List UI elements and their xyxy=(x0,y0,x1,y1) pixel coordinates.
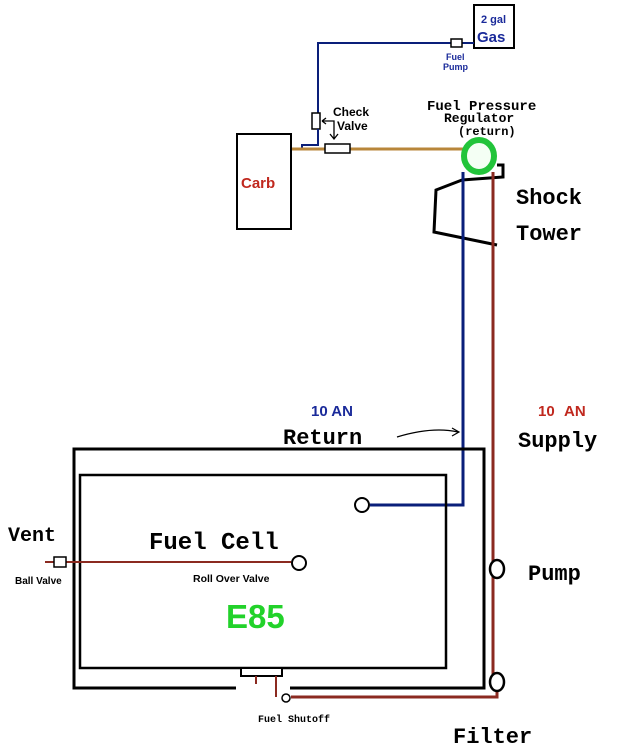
fuel-shutoff-label: Fuel Shutoff xyxy=(258,714,330,726)
fuel-type-label: E85 xyxy=(226,598,285,635)
fpr-label-3: (return) xyxy=(458,125,516,139)
tank-outlet xyxy=(240,667,283,677)
fuel-filter xyxy=(488,671,506,693)
fuel-shutoff-valve xyxy=(281,693,291,703)
fpr-label-2: Regulator xyxy=(444,111,514,126)
shock-tower xyxy=(432,178,498,247)
vent-label: Vent xyxy=(8,525,56,548)
shock-label: Shock xyxy=(516,186,582,211)
roll-over-valve xyxy=(291,555,307,571)
carb-box xyxy=(236,133,292,230)
return-size-label: 10 AN xyxy=(311,403,353,420)
check-valve-label-2: Valve xyxy=(337,119,368,133)
gas-feed-line-lower xyxy=(301,129,319,148)
check-valve-label-1: Check xyxy=(333,105,369,119)
fuel-pump-label-1: Fuel xyxy=(446,52,465,62)
ball-valve-label: Ball Valve xyxy=(15,576,62,587)
fpr-label-1: Fuel Pressure xyxy=(427,99,536,115)
check-valve xyxy=(324,143,351,154)
arrow-icon xyxy=(396,427,461,438)
fuel-cell-label: Fuel Cell xyxy=(149,530,279,557)
roll-over-valve-label: Roll Over Valve xyxy=(193,573,270,585)
gas-tank-box xyxy=(473,4,515,49)
return-line xyxy=(370,172,465,507)
gas-feed-line xyxy=(317,42,474,113)
shock-tower-top xyxy=(461,163,505,182)
filter-label: Filter xyxy=(453,725,532,750)
supply-size-unit: AN xyxy=(564,403,586,420)
supply-size-num: 10 xyxy=(538,403,555,420)
return-label: Return xyxy=(283,426,362,451)
tower-label: Tower xyxy=(516,222,582,247)
fuel-pump-label-2: Pump xyxy=(443,62,469,72)
arrow-icon xyxy=(321,117,339,141)
check-valve-upper xyxy=(311,112,321,130)
fuel-cell-outer xyxy=(72,447,486,690)
ball-valve xyxy=(53,556,67,568)
return-fitting xyxy=(354,497,370,513)
supply-label: Supply xyxy=(518,429,597,454)
gas-size-label: 2 gal xyxy=(481,14,506,26)
pump-label: Pump xyxy=(528,562,581,587)
carb-label: Carb xyxy=(241,175,275,192)
fuel-pump xyxy=(488,558,506,580)
fuel-pressure-regulator xyxy=(461,137,497,175)
gas-label: Gas xyxy=(477,29,505,46)
electric-fuel-pump xyxy=(450,38,463,48)
